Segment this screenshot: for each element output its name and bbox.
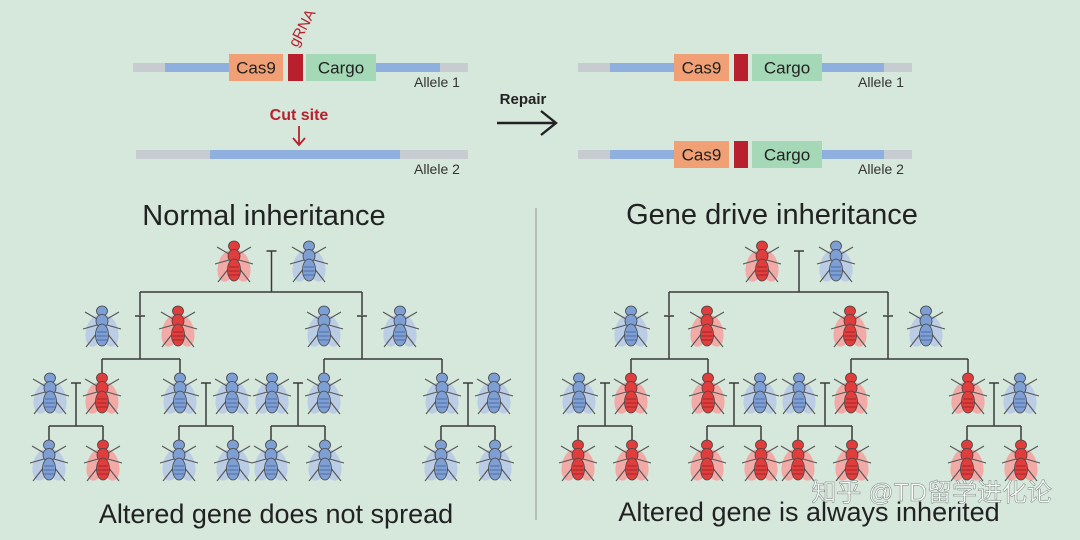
grna-bar	[734, 141, 748, 168]
gene-drive-pedigree	[557, 240, 1042, 484]
normal-fly-icon	[212, 439, 254, 484]
cas9-box	[229, 54, 283, 81]
altered-fly-icon	[686, 305, 728, 350]
allele-1-label: Allele 1	[414, 74, 460, 90]
cargo-box	[306, 54, 376, 81]
cargo-box	[752, 141, 822, 168]
normal-fly-icon	[474, 439, 516, 484]
cas9-label: Cas9	[682, 146, 722, 165]
normal-fly-icon	[473, 372, 515, 417]
altered-fly-icon	[830, 372, 872, 417]
normal-fly-icon	[303, 305, 345, 350]
repair-step: Repair	[497, 91, 558, 136]
altered-fly-icon	[829, 305, 871, 350]
normal-inheritance-pedigree	[28, 240, 516, 484]
normal-fly-icon	[610, 305, 652, 350]
grna-label: gRNA	[286, 7, 320, 50]
normal-fly-icon	[158, 439, 200, 484]
normal-fly-icon	[999, 372, 1041, 417]
cas9-label: Cas9	[236, 59, 276, 78]
allele-2-label: Allele 2	[858, 161, 904, 177]
allele-diagram-before: Cas9 Cargo gRNA Allele 1 Cut site Allele…	[133, 7, 468, 177]
allele-2-label: Allele 2	[414, 161, 460, 177]
cas9-box	[674, 141, 729, 168]
gene-drive-caption: Altered gene is always inherited	[618, 497, 999, 527]
altered-fly-icon	[213, 240, 255, 285]
normal-fly-icon	[304, 439, 346, 484]
altered-fly-icon	[777, 439, 819, 484]
altered-fly-icon	[946, 439, 988, 484]
altered-fly-icon	[82, 439, 124, 484]
cut-site-arrow-icon	[292, 126, 306, 147]
cas9-box	[674, 54, 729, 81]
cargo-label: Cargo	[318, 59, 364, 78]
normal-fly-icon	[29, 372, 71, 417]
normal-fly-icon	[211, 372, 253, 417]
altered-fly-icon	[611, 439, 653, 484]
allele-1-before: Cas9 Cargo gRNA Allele 1	[133, 7, 468, 90]
normal-fly-icon	[778, 372, 820, 417]
allele-1-label: Allele 1	[858, 74, 904, 90]
normal-fly-icon	[905, 305, 947, 350]
normal-fly-icon	[28, 439, 70, 484]
grna-bar	[288, 54, 303, 81]
normal-fly-icon	[250, 439, 292, 484]
allele-2-before: Cut site Allele 2	[136, 107, 468, 177]
altered-fly-icon	[686, 439, 728, 484]
normal-fly-icon	[303, 372, 345, 417]
normal-fly-icon	[379, 305, 421, 350]
grna-bar	[734, 54, 748, 81]
normal-fly-icon	[251, 372, 293, 417]
altered-fly-icon	[81, 372, 123, 417]
altered-fly-icon	[741, 240, 783, 285]
normal-fly-icon	[421, 372, 463, 417]
repair-label: Repair	[500, 91, 547, 108]
normal-fly-icon	[739, 372, 781, 417]
altered-fly-icon	[1000, 439, 1042, 484]
normal-inheritance-heading: Normal inheritance	[142, 200, 385, 232]
normal-fly-icon	[815, 240, 857, 285]
watermark: 知乎 @TD留学进化论	[811, 479, 1052, 507]
cargo-label: Cargo	[764, 59, 810, 78]
altered-fly-icon	[157, 305, 199, 350]
normal-fly-icon	[81, 305, 123, 350]
altered-fly-icon	[831, 439, 873, 484]
altered-fly-icon	[557, 439, 599, 484]
gene-drive-heading: Gene drive inheritance	[626, 199, 918, 231]
normal-fly-icon	[288, 240, 330, 285]
normal-inheritance-caption: Altered gene does not spread	[99, 499, 453, 529]
allele-diagram-after: Cas9 Cargo Allele 1 Cas9 Cargo Allele 2	[578, 54, 912, 177]
allele-1-after: Cas9 Cargo Allele 1	[578, 54, 912, 90]
allele-2-after: Cas9 Cargo Allele 2	[578, 141, 912, 177]
altered-fly-icon	[687, 372, 729, 417]
normal-fly-icon	[420, 439, 462, 484]
altered-fly-icon	[610, 372, 652, 417]
cargo-label: Cargo	[764, 146, 810, 165]
cut-site-label: Cut site	[270, 107, 329, 124]
normal-fly-icon	[159, 372, 201, 417]
cargo-box	[752, 54, 822, 81]
normal-fly-icon	[558, 372, 600, 417]
altered-fly-icon	[740, 439, 782, 484]
altered-fly-icon	[947, 372, 989, 417]
repair-arrow-icon	[497, 110, 558, 136]
cas9-label: Cas9	[682, 59, 722, 78]
